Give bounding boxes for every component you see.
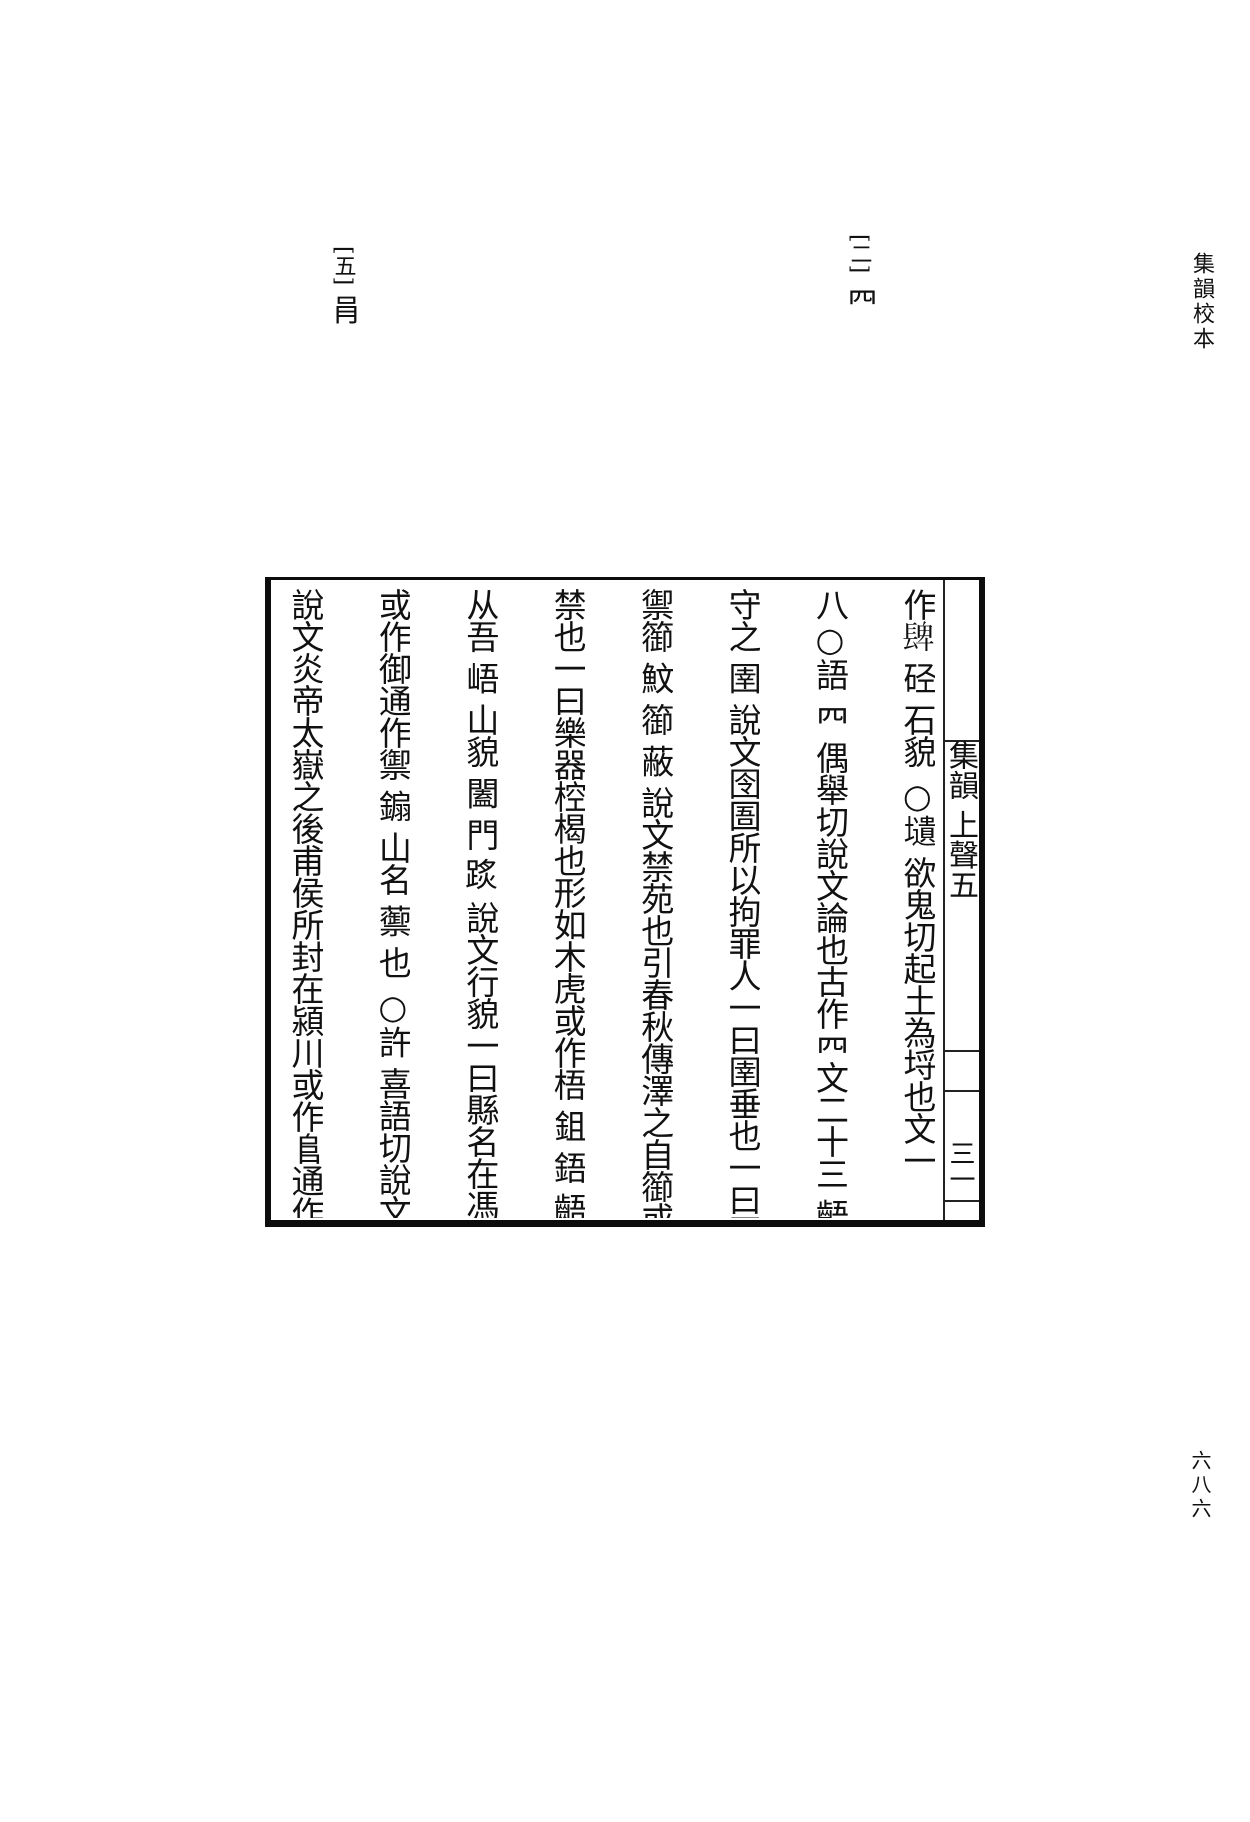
- print-block: 集韻 上聲五 三一 作𨲋 硁 石貌 ○壝 欲鬼切起土為埒也文一 八○語 𦉪 偶舉…: [265, 577, 985, 1227]
- text-column: 說文炎帝太嶽之後甫侯所封在潁川或作𨸏通作許 滸 水涯 岴 山名 蔀 虎藥艸: [286, 588, 323, 1218]
- text-column: 作𨲋 硁 石貌 ○壝 欲鬼切起土為埒也文一: [897, 588, 935, 1176]
- text-column: 从吾 峿 山貌 闔 門 𨂂 說文行貌一曰縣名在馮翊亦姓 衛 御 止也: [460, 588, 498, 1218]
- fold-rule: [945, 1200, 979, 1202]
- fold-rule: [945, 1050, 979, 1052]
- text-columns: 作𨲋 硁 石貌 ○壝 欲鬼切起土為埒也文一 八○語 𦉪 偶舉切說文論也古作𦉪文二…: [285, 588, 935, 1218]
- text-column: 守之 圉 說文囹圄所以拘罪人一曰圉垂也一曰圉人掌馬者亦姓通作圄 禦 說文祀也: [723, 588, 761, 1218]
- fold-leaf-number: 三一: [945, 1140, 975, 1192]
- margin-note: [五] 肙: [325, 246, 361, 325]
- block-fold-strip: 集韻 上聲五 三一: [943, 580, 979, 1220]
- fold-header: 集韻 上聲五: [943, 740, 978, 900]
- margin-note: [二] 𦉪: [841, 234, 877, 313]
- page-number: 六八六: [1188, 1450, 1212, 1522]
- note-marker: [二]: [846, 234, 872, 274]
- text-column: 禁也一曰樂器椌楬也形如木虎或作梧 鉏 鋙 齬 說文鉏鋙也一曰白錫謂之鋙或不省亦: [548, 588, 586, 1218]
- running-title: 集韻校本: [1189, 252, 1214, 352]
- fold-rule: [945, 1090, 979, 1092]
- note-text: 肙: [325, 294, 361, 325]
- note-text: 𦉪: [841, 282, 877, 313]
- text-column: 八○語 𦉪 偶舉切說文論也古作𦉪文二十三 齬 說文齒不相值也 圄 說文: [810, 588, 848, 1218]
- text-column: 禦篽 魰 篽 蔽 說文禁苑也引春秋傳澤之自篽或作篽魰篽蔽 敔 梧 說文: [635, 588, 673, 1218]
- note-marker: [五]: [330, 246, 356, 286]
- fold-rule: [945, 740, 979, 742]
- text-column: 或作御通作禦 䥇 山名 蘌 也 ○許 喜語切說文聽也亦姓文六 鄦 𨸏: [373, 588, 411, 1218]
